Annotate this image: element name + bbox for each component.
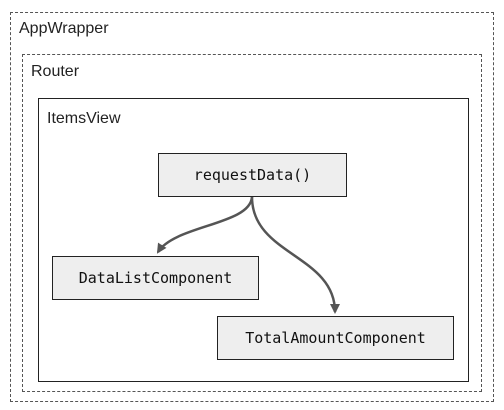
items-view-label: ItemsView	[47, 110, 121, 127]
items-view-container	[38, 98, 469, 382]
router-label: Router	[31, 63, 80, 80]
edge-request-to-totalamount	[250, 196, 340, 314]
app-wrapper-label: AppWrapper	[19, 20, 109, 37]
request-data-node: requestData()	[158, 153, 347, 197]
app-wrapper-container	[10, 12, 494, 402]
router-container	[22, 54, 482, 392]
edge-request-to-datalist	[156, 196, 254, 254]
total-amount-component-node: TotalAmountComponent	[217, 316, 454, 360]
data-list-component-node: DataListComponent	[52, 256, 259, 300]
